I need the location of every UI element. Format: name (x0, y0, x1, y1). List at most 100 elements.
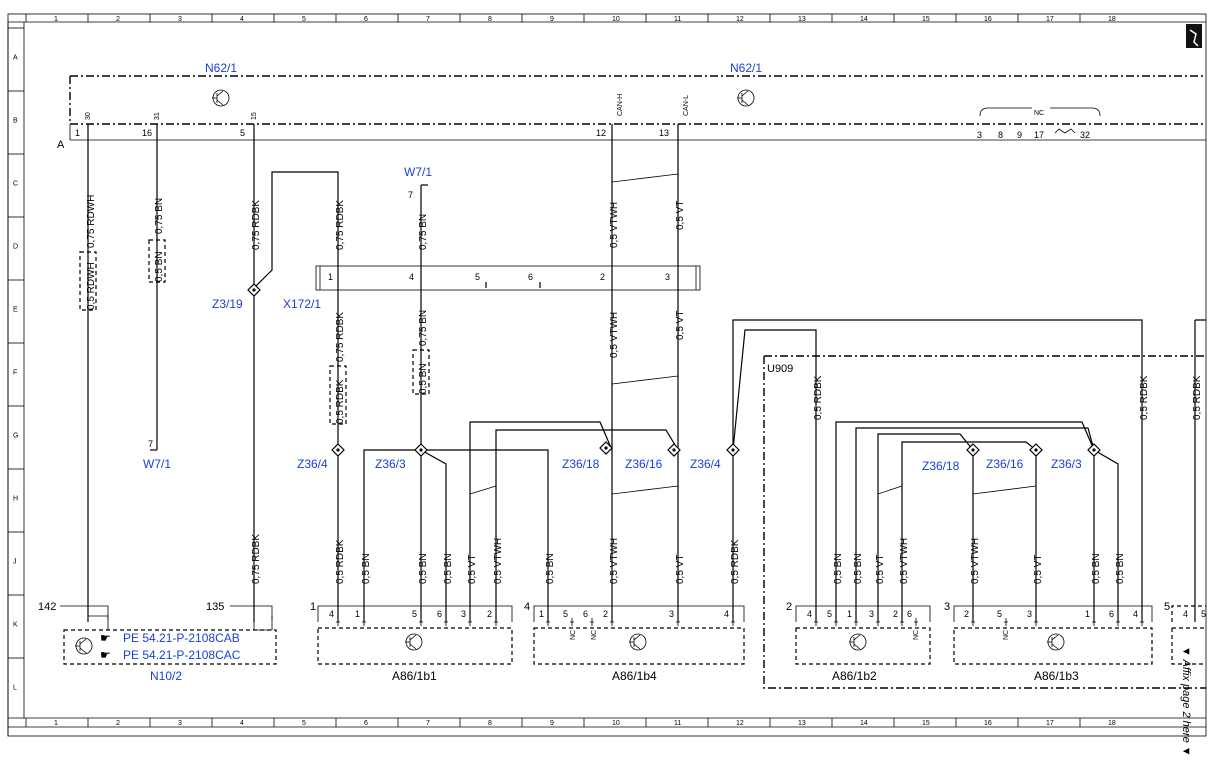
row-letter: G (13, 433, 18, 440)
pin-number: 6 (1109, 609, 1114, 619)
transistor-icon (737, 89, 755, 107)
wire-label: 0,75 BN (418, 310, 429, 346)
pin-number: 3 (1027, 609, 1032, 619)
module-number: 3 (944, 601, 950, 613)
w7-bottom-label: W7/1 (143, 457, 171, 471)
wire-label: 0,75 RDWH (86, 195, 97, 248)
splice-points (247, 283, 1101, 457)
z36-4-label: Z36/4 (297, 457, 328, 471)
pin-number: 32 (1080, 130, 1090, 140)
pin-number: 3 (665, 272, 670, 282)
block-letter: A (57, 139, 65, 151)
pin-number: 6 (907, 609, 912, 619)
pin-number: 16 (142, 128, 152, 138)
column-number: 1 (54, 720, 58, 727)
column-number: 13 (798, 720, 806, 727)
w7-top-label: W7/1 (404, 165, 432, 179)
nc-label: NC (570, 630, 577, 640)
wire-label: 0,75 BN (154, 198, 165, 234)
column-number: 7 (426, 16, 430, 23)
n10-2-module: 142 135 ☛ ☛ PE 54.21-P-2108CAB PE 54.21-… (38, 601, 277, 683)
nc-label: NC (591, 630, 598, 640)
column-number: 8 (488, 16, 492, 23)
wire-label: 0,5 BN (1091, 553, 1102, 584)
column-number: 16 (984, 720, 992, 727)
pe-reference-link[interactable]: PE 54.21-P-2108CAC (123, 648, 241, 662)
module-body (533, 627, 745, 665)
pin-number: 2 (603, 609, 608, 619)
module-body (953, 627, 1153, 665)
transistor-icon (212, 89, 230, 107)
wire-label: 0,5 VT (467, 555, 478, 584)
pin-label: CAN-H (617, 94, 624, 116)
column-number: 1 (54, 16, 58, 23)
pin-number: 8 (998, 130, 1003, 140)
column-number: 18 (1108, 16, 1116, 23)
row-letter: H (13, 496, 18, 503)
splice-right-network (835, 421, 1119, 622)
wire-label: 0,5 RDBK (730, 539, 741, 584)
wire-label: 0,5 VTWH (609, 312, 620, 358)
row-letter: F (13, 370, 17, 377)
column-number: 18 (1108, 720, 1116, 727)
pin-number: 5 (997, 609, 1002, 619)
column-ruler: 1122334455667788991010111112121313141415… (25, 14, 1116, 727)
wire-label: 0,5 BN (1115, 553, 1126, 584)
column-number: 6 (364, 16, 368, 23)
column-number: 15 (922, 16, 930, 23)
n10-2-label: N10/2 (150, 669, 182, 683)
pin-number: 3 (869, 609, 874, 619)
pin-number: 4 (724, 609, 729, 619)
wire-label: 0,75 BN (418, 214, 429, 250)
a86-1b4-label: A86/1b4 (612, 669, 657, 683)
pin-number: 2 (893, 609, 898, 619)
pin-number: 4 (807, 609, 812, 619)
wire-label: 0,5 BN (154, 251, 165, 282)
column-number: 14 (860, 720, 868, 727)
transistor-icon (629, 633, 647, 651)
wire-label: 0,75 RDBK (335, 312, 346, 362)
wire-label: 0,75 RDBK (335, 200, 346, 250)
u909-label: U909 (767, 363, 793, 375)
pin-number: 3 (461, 609, 466, 619)
wire-label: 0,5 BN (443, 553, 454, 584)
column-number: 17 (1046, 16, 1054, 23)
wire-label: 0,5 RDBK (813, 375, 824, 420)
column-number: 11 (674, 16, 681, 23)
module-number: 2 (786, 601, 792, 613)
pin-number: 6 (583, 609, 588, 619)
wire-label: 0,5 RDWH (86, 262, 97, 310)
z36-18-label: Z36/18 (562, 457, 600, 471)
module-number: 5 (1164, 601, 1170, 613)
column-number: 2 (116, 720, 120, 727)
column-number: 8 (488, 720, 492, 727)
wire-label: 0,5 VT (675, 311, 686, 340)
column-number: 5 (302, 16, 306, 23)
pe-reference-link[interactable]: PE 54.21-P-2108CAB (123, 631, 240, 645)
column-number: 4 (240, 16, 244, 23)
pin-label: NC (1034, 110, 1044, 117)
wire-rdbk-z319 (253, 124, 339, 622)
wire-label: 0,5 VT (675, 201, 686, 230)
row-letter: E (13, 307, 18, 314)
nc-label: NC (913, 630, 920, 640)
row-letter: L (13, 685, 17, 692)
pin-number: 9 (1017, 130, 1022, 140)
pin-number: 13 (659, 128, 669, 138)
grid-frame (7, 13, 1207, 737)
pin-number: 4 (1183, 609, 1188, 619)
column-number: 3 (178, 720, 182, 727)
column-number: 17 (1046, 720, 1054, 727)
pin-number: 17 (1034, 130, 1044, 140)
pointing-hand-icon: ☛ (100, 631, 111, 645)
wire-label: 0,5 BN (418, 363, 429, 394)
wire-label: 0,5 BN (545, 553, 556, 584)
wire-label: 0,5 VT (1033, 555, 1044, 584)
x172-connector: 1 4 5 6 2 3 (315, 265, 701, 291)
pin-number: 142 (38, 601, 56, 613)
wire-label: 0,5 BN (361, 553, 372, 584)
row-letter: J (13, 559, 17, 566)
wire-can-h (611, 124, 679, 622)
wire-label: 0,5 BN (853, 553, 864, 584)
